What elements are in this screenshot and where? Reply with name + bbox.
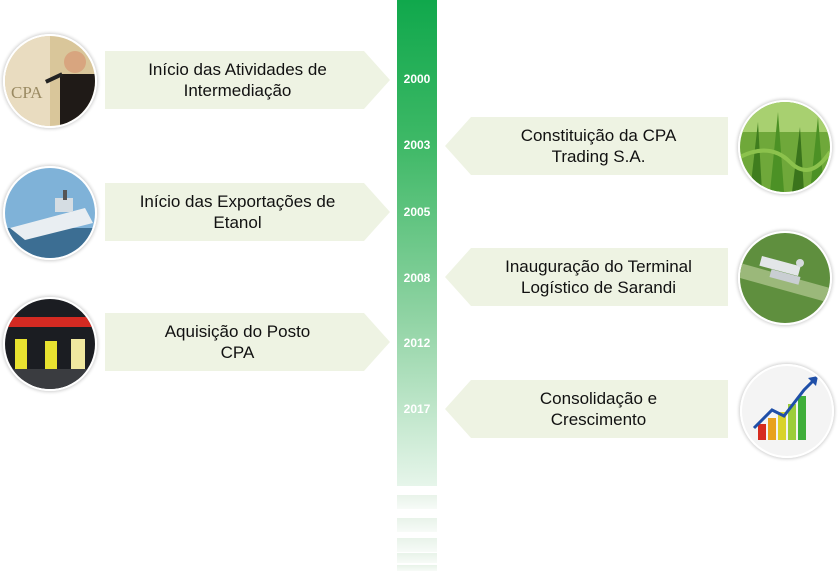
event-box-terminal: Inauguração do Terminal Logístico de Sar…: [445, 248, 728, 306]
growth-chart-icon: [740, 364, 834, 458]
ship-photo: [3, 166, 97, 260]
event-text: Aquisição do Posto CPA: [164, 322, 311, 362]
speaker-photo: CPA: [3, 34, 97, 128]
event-text: Início das Atividades de Intermediação: [148, 60, 327, 100]
timeline-bar-segment: [397, 537, 437, 552]
terminal-aerial-photo: [738, 231, 832, 325]
timeline-bar: [397, 0, 437, 486]
year-label-2005: 2005: [403, 205, 431, 219]
timeline-bar-segment: [397, 552, 437, 563]
timeline-bar-segment: [397, 564, 437, 571]
event-box-intermediacao: Início das Atividades de Intermediação: [105, 51, 390, 109]
event-box-consolidacao: Consolidação e Crescimento: [445, 380, 728, 438]
logo-text: CPA: [11, 83, 43, 102]
year-label-2000: 2000: [403, 72, 431, 86]
event-box-exportacoes: Início das Exportações de Etanol: [105, 183, 390, 241]
timeline-bar-segment: [397, 517, 437, 532]
year-label-2017: 2017: [403, 402, 431, 416]
event-text: Inauguração do Terminal Logístico de Sar…: [505, 257, 692, 297]
event-text: Início das Exportações de Etanol: [139, 192, 336, 232]
year-label-2012: 2012: [403, 336, 431, 350]
timeline-bar-segment: [397, 494, 437, 509]
gas-station-photo: [3, 297, 97, 391]
event-text: Consolidação e Crescimento: [539, 389, 658, 429]
event-box-constituicao: Constituição da CPA Trading S.A.: [445, 117, 728, 175]
event-box-posto: Aquisição do Posto CPA: [105, 313, 390, 371]
event-text: Constituição da CPA Trading S.A.: [520, 126, 677, 166]
cornfield-photo: [738, 100, 832, 194]
year-label-2003: 2003: [403, 138, 431, 152]
year-label-2008: 2008: [403, 271, 431, 285]
